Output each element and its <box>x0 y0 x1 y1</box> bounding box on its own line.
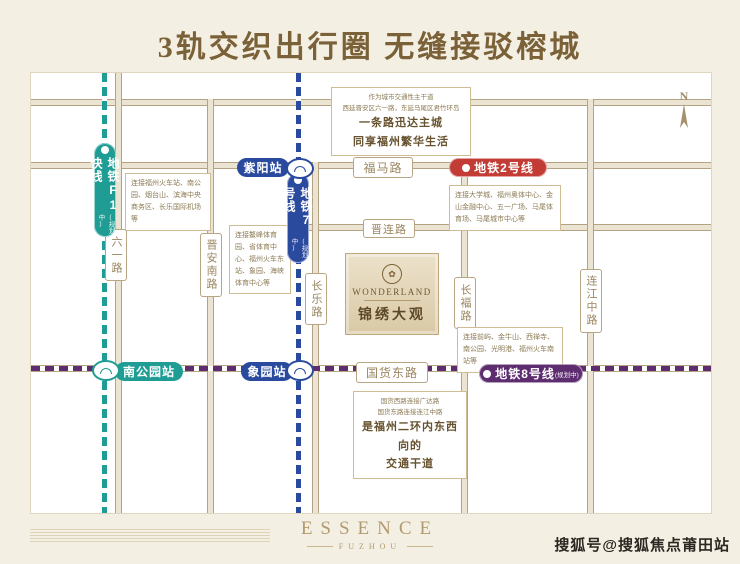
station-nangongyuan: 南公园站 <box>115 362 183 381</box>
station-xiangyuan: 象园站 <box>241 362 293 381</box>
decorative-line <box>407 546 434 547</box>
station-ziyang: 紫阳站 <box>237 158 289 177</box>
developer-city: FUZHOU <box>338 542 402 551</box>
station-cloud-icon <box>286 158 314 179</box>
metro-f1-status: (规划中) <box>97 213 114 234</box>
road-label-guohuo: 国货东路 <box>356 362 428 383</box>
transit-map: 地铁F1快线 (规划中) 地铁7号线 (规划中) 地铁2号线 地铁8号线 (规划… <box>30 72 712 514</box>
metro-arc-icon <box>294 165 306 172</box>
road-label-jinannan: 晋安南路 <box>200 233 222 297</box>
note-line: 国货西路连接广达路 <box>380 398 440 405</box>
road-label-fuma: 福马路 <box>353 157 413 178</box>
project-logo-icon: ✿ <box>382 264 402 284</box>
note-line: 国货东路连接连江中路 <box>377 409 443 417</box>
developer-logo-sub: FUZHOU <box>280 542 460 551</box>
metro-logo-icon <box>101 146 109 154</box>
metro-f1-name: 地铁F1快线 <box>89 157 120 213</box>
road-label-lianjiang: 连江中路 <box>580 269 602 333</box>
compass: N <box>673 89 695 139</box>
metro-arc-icon <box>100 367 112 374</box>
metro-8-name: 地铁8号线 <box>495 367 555 381</box>
note-metro-7: 连接鳌峰体育园、省体育中心、福州火车东站、象园、海峡体育中心等 <box>229 225 291 295</box>
project-brand: WONDERLAND <box>352 287 432 297</box>
note-metro-f1: 连接福州火车站、南公园、烟台山、滨海中央商务区、长乐国际机场等 <box>125 173 211 231</box>
road-liuyi <box>115 73 122 513</box>
road-changle <box>312 162 319 513</box>
road-label-liuyi: 六一路 <box>105 229 127 281</box>
road-label-changle: 长乐路 <box>305 273 327 325</box>
metro-logo-icon <box>294 176 302 184</box>
metro-line-f1 <box>102 73 107 513</box>
metro-8-label: 地铁8号线 (规划中) <box>479 364 583 383</box>
divider <box>364 300 420 301</box>
watermark: 搜狐号@搜狐焦点莆田站 <box>554 537 730 554</box>
page-title: 3轨交织出行圈 无缝接驳榕城 <box>157 31 583 64</box>
metro-f1-label: 地铁F1快线 (规划中) <box>89 143 120 237</box>
note-line-bold: 一条路迅达主城 <box>359 117 443 130</box>
metro-logo-icon <box>483 369 492 378</box>
developer-logo: ESSENCE FUZHOU <box>280 518 460 551</box>
road-label-changfu: 长褔路 <box>454 277 476 329</box>
compass-north-label: N <box>679 89 689 103</box>
note-line-bold: 是福州二环内东西向的 <box>362 421 458 452</box>
note-line-bold: 同享福州繁华生活 <box>353 135 449 148</box>
note-metro-2: 连接大学城、福州奥体中心、金山金融中心、五一广场、马尾体育场、马尾城市中心等 <box>449 185 561 231</box>
metro-logo-icon <box>462 163 471 172</box>
metro-2-name: 地铁2号线 <box>474 161 534 175</box>
metro-7-status: (规划中) <box>290 237 307 258</box>
decorative-line <box>306 546 333 547</box>
compass-needle-icon <box>680 104 688 128</box>
note-guohuo-road: 国货西路连接广达路 国货东路连接连江中路 是福州二环内东西向的 交通干道 <box>353 391 467 480</box>
note-line: 作为城市交通性主干道 <box>368 94 434 101</box>
road-jinan-south <box>207 99 214 513</box>
metro-2-label: 地铁2号线 <box>449 158 547 177</box>
note-fuma-road: 作为城市交通性主干道 西延晋安区六一路，东延马尾区君竹环岛 一条路迅达主城 同享… <box>331 87 471 157</box>
project-name: 锦绣大观 <box>358 308 426 323</box>
road-label-jinlian: 晋连路 <box>363 219 415 238</box>
metro-arc-icon <box>294 367 306 374</box>
metro-7-name: 地铁7号线 <box>282 187 313 228</box>
decorative-pattern <box>30 528 270 542</box>
metro-line-7 <box>296 73 301 513</box>
station-cloud-icon <box>92 360 120 381</box>
project-marker: ✿ WONDERLAND 锦绣大观 <box>345 253 439 335</box>
developer-logo-text: ESSENCE <box>300 518 440 539</box>
station-cloud-icon <box>286 360 314 381</box>
note-line-bold: 交通干道 <box>386 458 434 471</box>
note-line: 西延晋安区六一路，东延马尾区君竹环岛 <box>342 105 460 113</box>
metro-8-status: (规划中) <box>554 371 579 379</box>
metro-7-label: 地铁7号线 (规划中) <box>282 173 313 263</box>
